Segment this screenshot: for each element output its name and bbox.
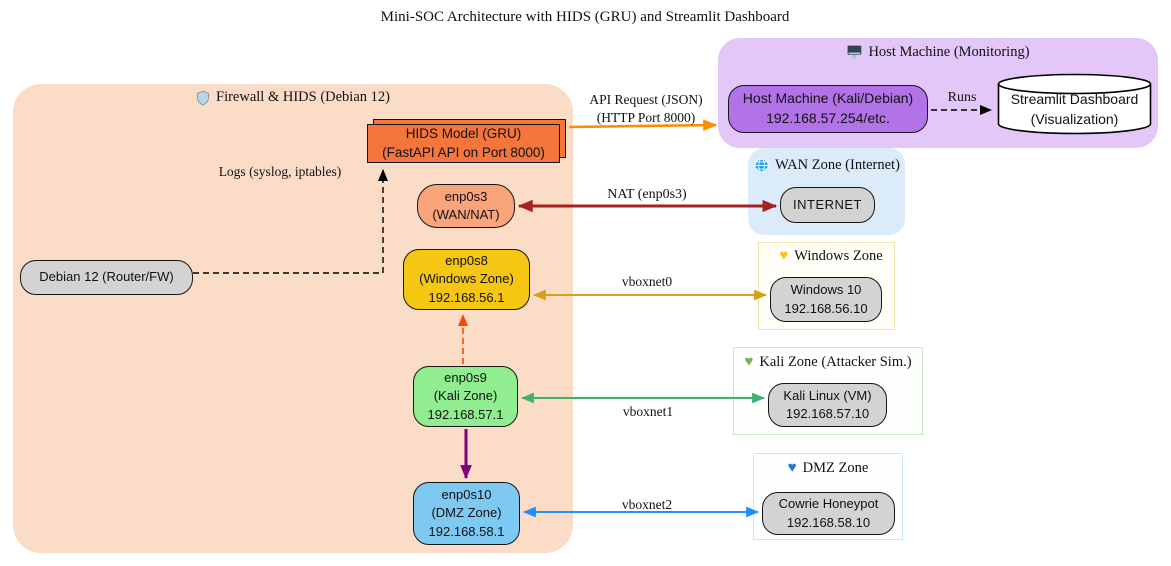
windows-zone-header: ♥ Windows Zone xyxy=(779,248,882,265)
green-heart-icon: ♥ xyxy=(744,354,754,370)
vboxnet1-edge-label: vboxnet1 xyxy=(622,404,674,419)
api-request-edge-label: API Request (JSON) (HTTP Port 8000) xyxy=(589,91,702,126)
node-text-line: Cowrie Honeypot xyxy=(778,496,879,512)
wan-zone-label: WAN Zone (Internet) xyxy=(775,157,900,173)
node-text-line: Host Machine (Kali/Debian) xyxy=(742,90,914,107)
kali-linux-vm-node: Kali Linux (VM) 192.168.57.10 xyxy=(768,383,887,427)
windows10-node: Windows 10 192.168.56.10 xyxy=(770,277,882,322)
monitor-icon xyxy=(847,45,862,59)
wan-zone-header: WAN Zone (Internet) xyxy=(754,157,900,174)
dmz-zone-header: ♥ DMZ Zone xyxy=(788,460,869,477)
node-text-line: (Visualization) xyxy=(1030,110,1119,127)
enp0s9-node: enp0s9 (Kali Zone) 192.168.57.1 xyxy=(413,366,518,427)
node-text-line: 192.168.56.10 xyxy=(784,300,868,316)
enp0s8-node: enp0s8 (Windows Zone) 192.168.56.1 xyxy=(403,249,530,310)
kali-zone-header: ♥ Kali Zone (Attacker Sim.) xyxy=(744,354,911,371)
enp0s3-node: enp0s3 (WAN/NAT) xyxy=(417,184,515,228)
cowrie-honeypot-node: Cowrie Honeypot 192.168.58.10 xyxy=(762,492,895,535)
host-zone-label: Host Machine (Monitoring) xyxy=(868,44,1030,60)
streamlit-dashboard-node: Streamlit Dashboard (Visualization) xyxy=(997,73,1152,135)
yellow-heart-icon: ♥ xyxy=(779,248,789,264)
nat-edge-label: NAT (enp0s3) xyxy=(607,187,687,202)
internet-node: INTERNET xyxy=(780,187,875,223)
node-text-line: (DMZ Zone) xyxy=(431,505,502,521)
node-text-line: 192.168.56.1 xyxy=(428,289,505,305)
node-text-line: enp0s3 xyxy=(444,188,488,204)
node-text-line: 192.168.58.1 xyxy=(428,523,505,539)
node-text-line: (WAN/NAT) xyxy=(432,207,500,222)
host-machine-node: Host Machine (Kali/Debian) 192.168.57.25… xyxy=(728,85,928,133)
node-text-line: INTERNET xyxy=(793,196,862,212)
streamlit-dashboard-text: Streamlit Dashboard (Visualization) xyxy=(997,90,1152,129)
node-text-line: 192.168.57.1 xyxy=(427,406,504,422)
blue-heart-icon: ♥ xyxy=(787,460,797,476)
node-text-line: 192.168.57.254/etc. xyxy=(766,110,890,126)
vboxnet2-edge-label: vboxnet2 xyxy=(621,497,673,512)
node-text-line: Streamlit Dashboard xyxy=(1010,91,1139,107)
shield-icon xyxy=(196,90,210,106)
node-text-line: enp0s8 xyxy=(445,253,488,269)
node-text-line: 192.168.57.10 xyxy=(785,406,870,421)
node-text-line: enp0s10 xyxy=(441,487,492,503)
logs-edge-label: Logs (syslog, iptables) xyxy=(218,164,342,179)
diagram-title: Mini-SOC Architecture with HIDS (GRU) an… xyxy=(380,9,790,25)
hids-model-node: HIDS Model (GRU) (FastAPI API on Port 80… xyxy=(367,124,560,163)
node-text-line: Kali Linux (VM) xyxy=(783,387,872,403)
dmz-zone-label: DMZ Zone xyxy=(802,460,869,476)
edge-label-line: (HTTP Port 8000) xyxy=(596,109,696,125)
node-text-line: (FastAPI API on Port 8000) xyxy=(382,144,545,160)
node-text-line: (Kali Zone) xyxy=(433,388,498,404)
cylinder-shape xyxy=(997,73,1152,135)
host-zone-header: Host Machine (Monitoring) xyxy=(846,44,1030,61)
enp0s10-node: enp0s10 (DMZ Zone) 192.168.58.1 xyxy=(413,482,520,545)
node-text-line: enp0s9 xyxy=(444,370,487,386)
firewall-zone-label: Firewall & HIDS (Debian 12) xyxy=(216,89,390,105)
vboxnet0-edge-label: vboxnet0 xyxy=(621,274,673,289)
node-text-line: 192.168.58.10 xyxy=(786,514,871,530)
edge-label-line: API Request (JSON) xyxy=(589,92,703,107)
node-text-line: (Windows Zone) xyxy=(419,271,514,287)
node-text-line: HIDS Model (GRU) xyxy=(405,125,522,141)
globe-icon xyxy=(754,158,769,173)
node-text-line: Windows 10 xyxy=(790,282,862,298)
kali-zone-label: Kali Zone (Attacker Sim.) xyxy=(759,354,912,370)
node-text-line: Debian 12 (Router/FW) xyxy=(39,269,174,285)
firewall-zone-header: Firewall & HIDS (Debian 12) xyxy=(196,89,390,106)
debian-router-node: Debian 12 (Router/FW) xyxy=(20,260,193,295)
runs-edge-label: Runs xyxy=(947,90,977,105)
windows-zone-label: Windows Zone xyxy=(794,248,883,264)
